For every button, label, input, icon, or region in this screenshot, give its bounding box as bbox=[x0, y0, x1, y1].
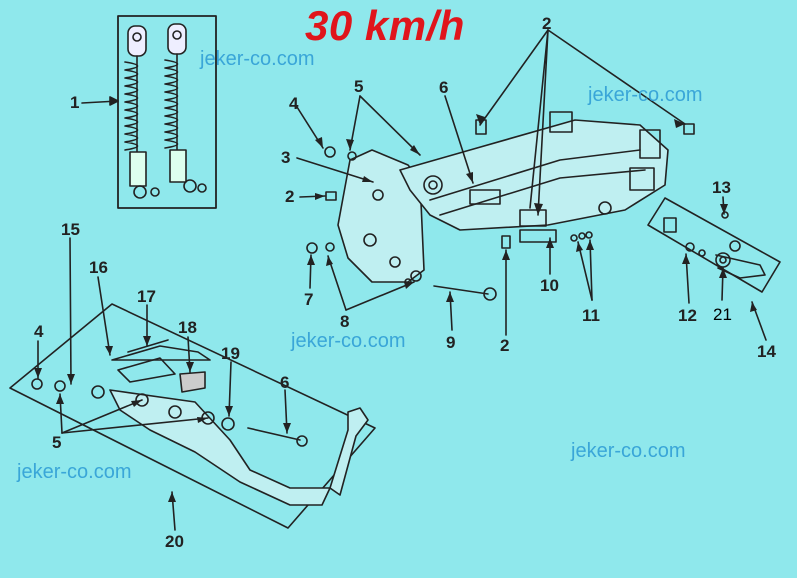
stand-group bbox=[9, 303, 376, 529]
engine-mount-plate bbox=[337, 149, 425, 283]
callout-2-bottom: 2 bbox=[500, 336, 510, 355]
callout-1: 1 bbox=[70, 93, 80, 112]
shock-absorbers-box bbox=[117, 15, 217, 209]
swingarm-group bbox=[337, 111, 669, 283]
callout-8: 8 bbox=[340, 312, 350, 331]
watermark-bottom-left: jeker-co.com bbox=[17, 461, 132, 483]
shock-absorbers-group bbox=[81, 15, 217, 209]
stand-outline bbox=[9, 303, 376, 529]
shock-absorber-right bbox=[164, 23, 207, 193]
callout-4-left: 4 bbox=[34, 322, 44, 341]
speed-title: 30 km/h bbox=[305, 2, 465, 49]
callout-2-left: 2 bbox=[285, 187, 295, 206]
callout-20: 20 bbox=[165, 532, 184, 551]
callout-6-top: 6 bbox=[439, 78, 449, 97]
callout-9: 9 bbox=[446, 333, 456, 352]
callout-5-bottom: 5 bbox=[52, 433, 62, 452]
shock-absorber-left bbox=[124, 25, 160, 199]
callout-18: 18 bbox=[178, 318, 197, 337]
callout-15: 15 bbox=[61, 220, 80, 239]
pivot-bolt bbox=[433, 285, 489, 295]
callout-3: 3 bbox=[281, 148, 291, 167]
watermark-bottom-right: jeker-co.com bbox=[571, 440, 686, 462]
callout-10: 10 bbox=[540, 276, 559, 295]
watermark-top: jeker-co.com bbox=[200, 48, 315, 70]
callout-12: 12 bbox=[678, 306, 697, 325]
callout-21: 21 bbox=[713, 305, 732, 324]
callout-16: 16 bbox=[89, 258, 108, 277]
callout-5-top: 5 bbox=[354, 77, 364, 96]
callout-11: 11 bbox=[582, 306, 600, 325]
callout-7: 7 bbox=[304, 290, 314, 309]
callout-19: 19 bbox=[221, 344, 240, 363]
callout-13: 13 bbox=[712, 178, 731, 197]
callout-2-top: 2 bbox=[542, 14, 552, 33]
callout-14: 14 bbox=[757, 342, 776, 361]
watermark-center: jeker-co.com bbox=[291, 330, 406, 352]
stand-main bbox=[109, 389, 331, 506]
callout-6-bottom: 6 bbox=[280, 373, 290, 392]
callout-4-top: 4 bbox=[289, 94, 299, 113]
watermark-right: jeker-co.com bbox=[588, 84, 703, 106]
bracket-group bbox=[647, 197, 781, 293]
callout-17: 17 bbox=[137, 287, 156, 306]
